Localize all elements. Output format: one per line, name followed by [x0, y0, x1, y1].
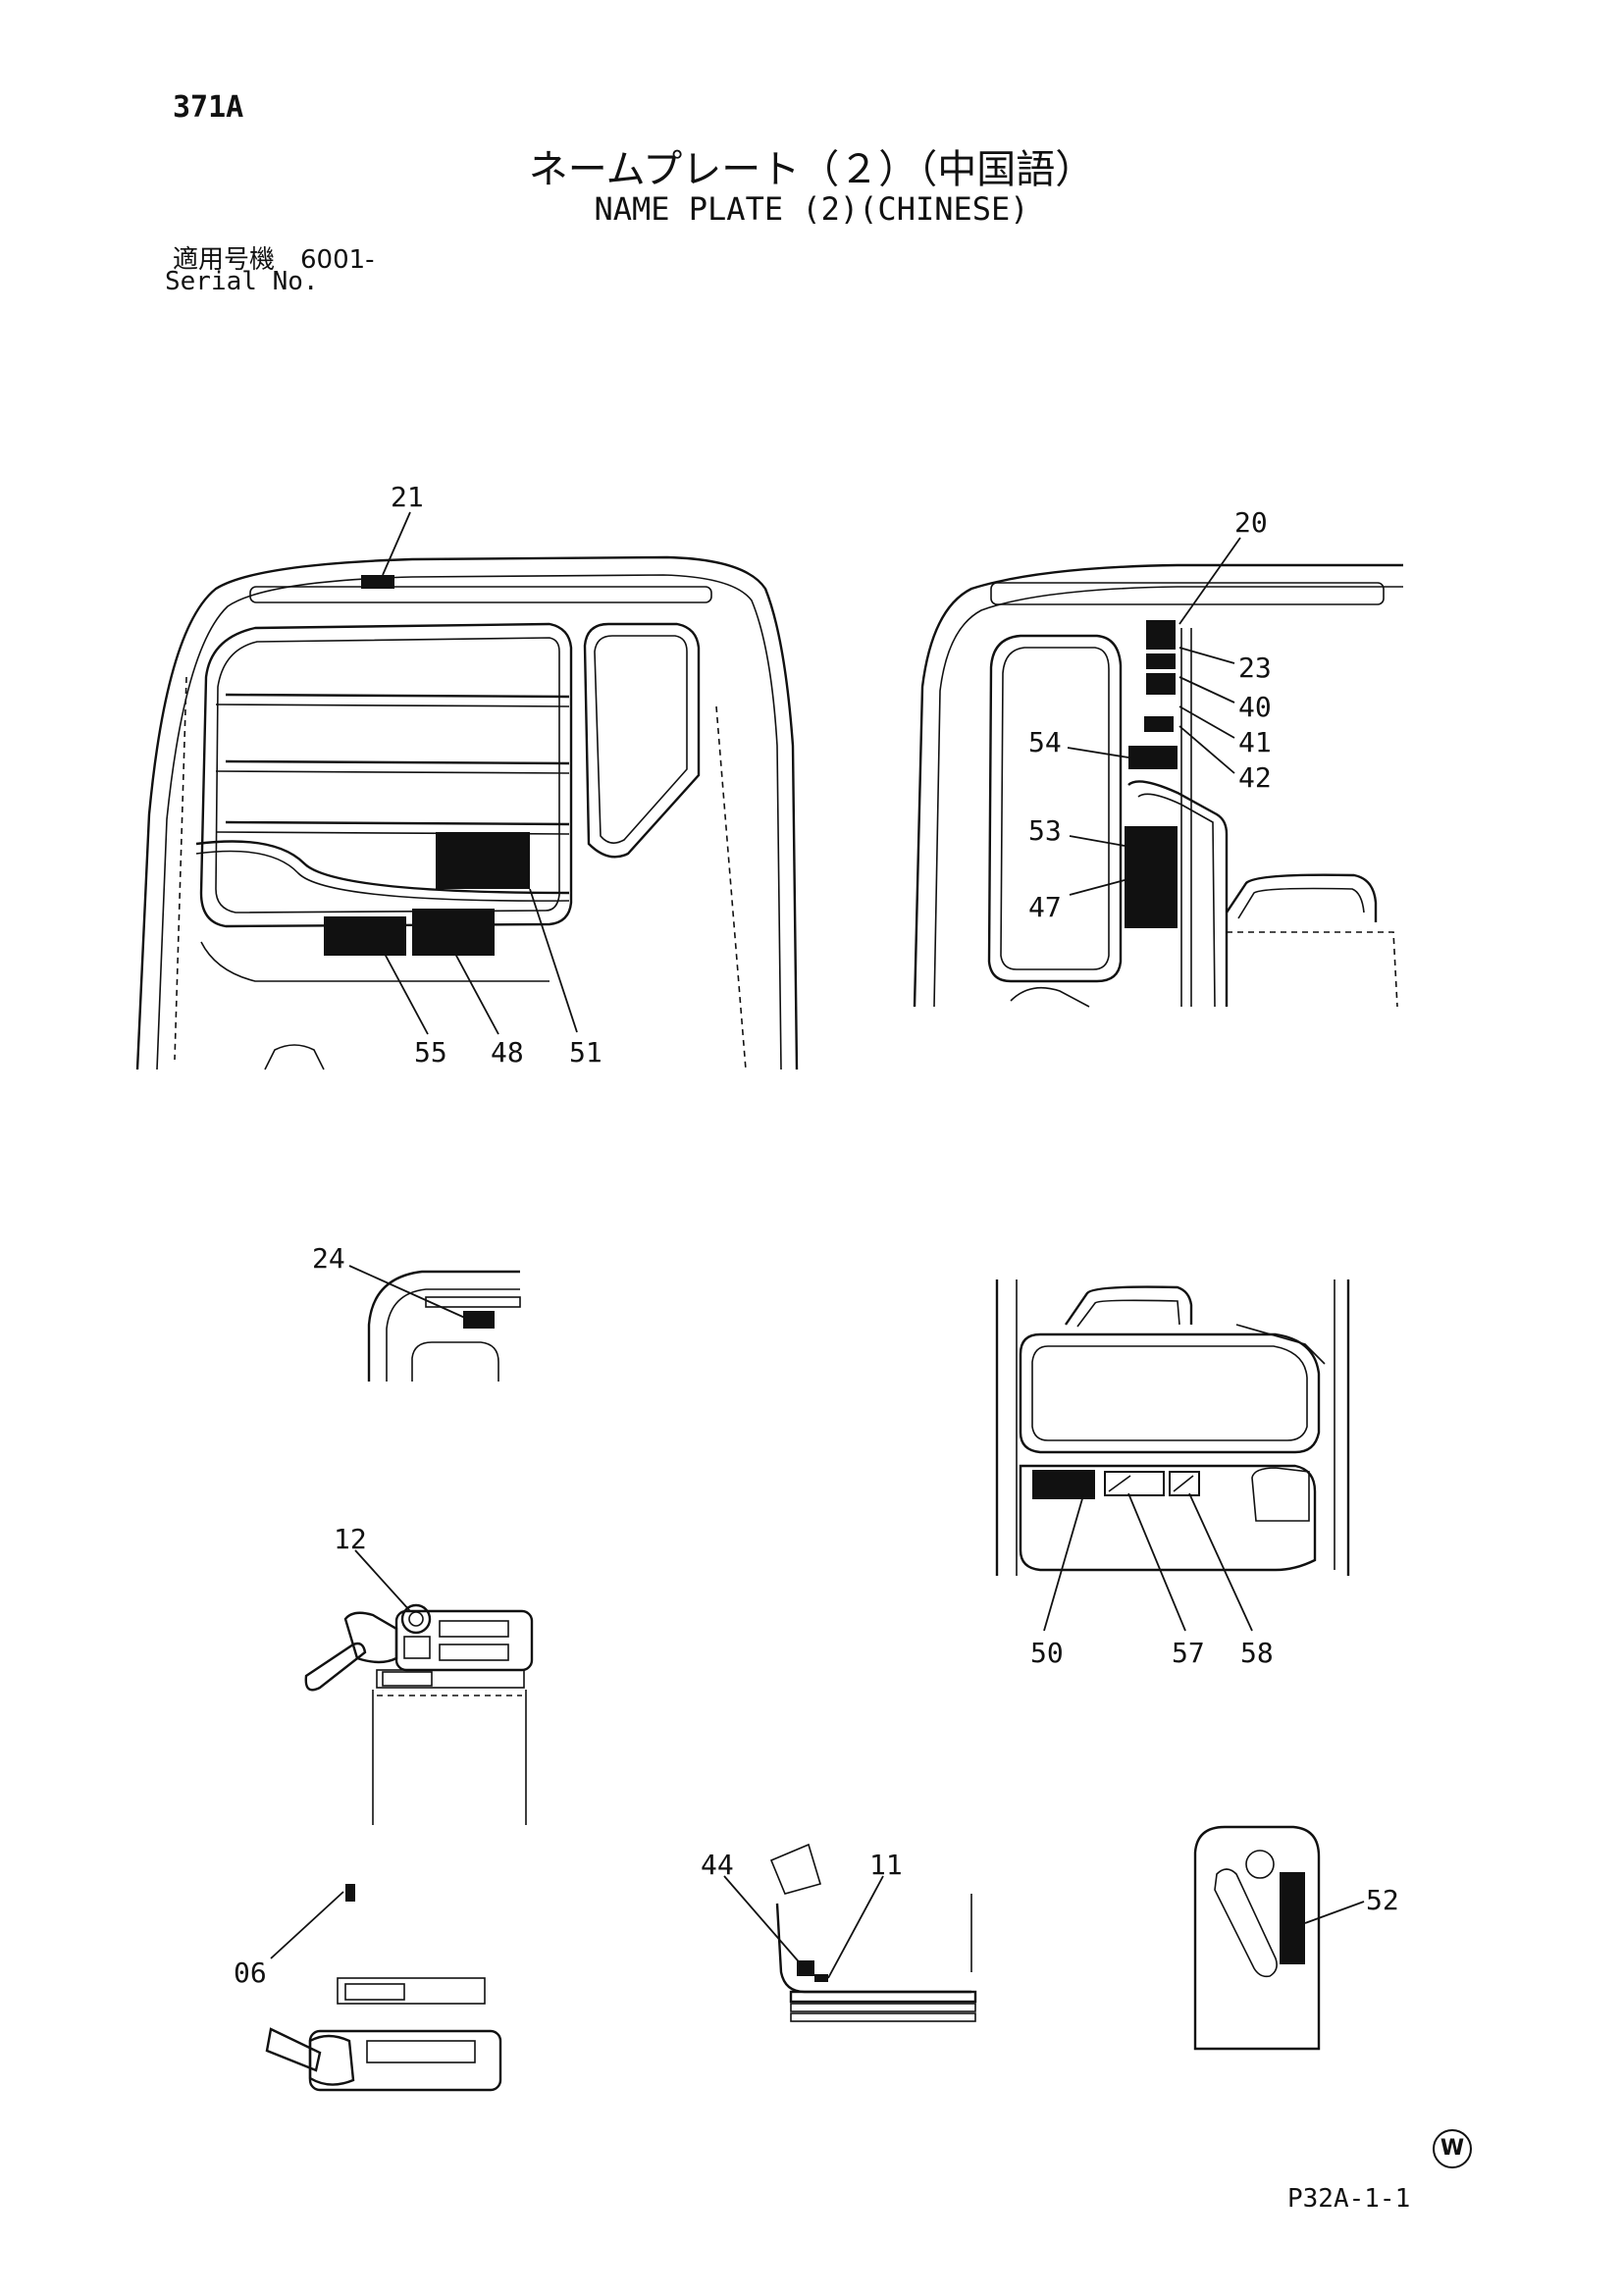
- callout-51: 51: [569, 1036, 602, 1069]
- callout-11: 11: [869, 1849, 903, 1881]
- plate-24: [463, 1311, 495, 1329]
- callout-58: 58: [1240, 1637, 1274, 1669]
- callout-53: 53: [1028, 814, 1062, 847]
- plate-21: [361, 575, 394, 589]
- plate-20: [1146, 620, 1176, 650]
- callout-12: 12: [334, 1523, 367, 1555]
- view-lever-plate: [1193, 1825, 1365, 2051]
- plate-54: [1128, 746, 1178, 769]
- callout-44: 44: [701, 1849, 734, 1881]
- plate-52: [1280, 1872, 1305, 1964]
- view-cab-side: [913, 537, 1403, 1008]
- callout-40: 40: [1238, 691, 1272, 723]
- callout-48: 48: [491, 1036, 524, 1069]
- page-code: 371A: [173, 90, 244, 125]
- view-right-console: [304, 1549, 534, 1825]
- plate-48: [412, 909, 495, 956]
- plate-06: [345, 1884, 355, 1902]
- view-floor-detail: [723, 1843, 977, 2022]
- plate-41: [1144, 716, 1174, 732]
- callout-52: 52: [1366, 1884, 1399, 1916]
- plate-40: [1146, 673, 1176, 695]
- callout-42: 42: [1238, 761, 1272, 794]
- callout-23: 23: [1238, 652, 1272, 684]
- watermark-circle-w: W: [1433, 2129, 1472, 2168]
- serial-label-english: Serial No.: [165, 267, 319, 296]
- view-cab-rear: [135, 511, 799, 1070]
- view-corner-detail: [348, 1265, 521, 1382]
- callout-57: 57: [1172, 1637, 1205, 1669]
- plate-50: [1032, 1470, 1095, 1499]
- callout-24: 24: [312, 1242, 345, 1275]
- page-title-english: NAME PLATE (2)(CHINESE): [594, 190, 1029, 228]
- callout-55: 55: [414, 1036, 447, 1069]
- serial-label-japanese: 適用号機 6001-: [173, 245, 375, 275]
- view-left-console: [265, 1884, 502, 2092]
- plate-55: [324, 916, 406, 956]
- plate-57: [1104, 1471, 1165, 1496]
- callout-06: 06: [234, 1957, 267, 1989]
- plate-23: [1146, 653, 1176, 669]
- callout-47: 47: [1028, 891, 1062, 923]
- view-cab-front: [995, 1279, 1350, 1632]
- callout-21: 21: [391, 481, 424, 513]
- callout-54: 54: [1028, 726, 1062, 758]
- plate-11: [814, 1974, 828, 1982]
- callout-41: 41: [1238, 726, 1272, 758]
- plate-47-53: [1125, 826, 1178, 928]
- drawing-code: P32A-1-1: [1287, 2184, 1411, 2214]
- page-title-japanese: ネームプレート（２）（中国語）: [528, 147, 1095, 192]
- callout-50: 50: [1030, 1637, 1064, 1669]
- callout-20: 20: [1234, 506, 1268, 539]
- plate-51: [436, 832, 530, 889]
